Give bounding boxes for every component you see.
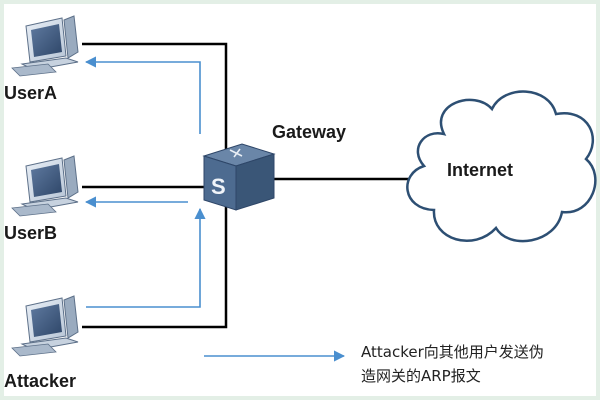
arrow-to-usera xyxy=(84,56,201,134)
internet-cloud-icon xyxy=(406,90,597,243)
userb-label: UserB xyxy=(4,223,57,243)
arrow-from-attacker xyxy=(86,207,206,308)
arp-spoofing-diagram: UserA UserB Attacker S Gateway Internet … xyxy=(4,15,597,391)
attacker-computer-icon xyxy=(11,295,79,357)
usera-computer-icon xyxy=(11,15,79,77)
link-attacker-switch xyxy=(82,206,228,329)
gateway-label: Gateway xyxy=(272,122,346,142)
link-usera-switch xyxy=(82,42,228,154)
legend-line-2: 造网关的ARP报文 xyxy=(361,367,481,385)
spoofed-arp-arrows xyxy=(84,56,346,362)
attacker-label: Attacker xyxy=(4,371,76,391)
legend-line-1: Attacker向其他用户发送伪 xyxy=(361,343,544,361)
switch-symbol: S xyxy=(211,174,226,199)
network-links xyxy=(82,42,419,329)
userb-computer-icon xyxy=(11,155,79,217)
usera-label: UserA xyxy=(4,83,57,103)
internet-label: Internet xyxy=(447,160,513,180)
switch-icon: S xyxy=(202,143,276,211)
